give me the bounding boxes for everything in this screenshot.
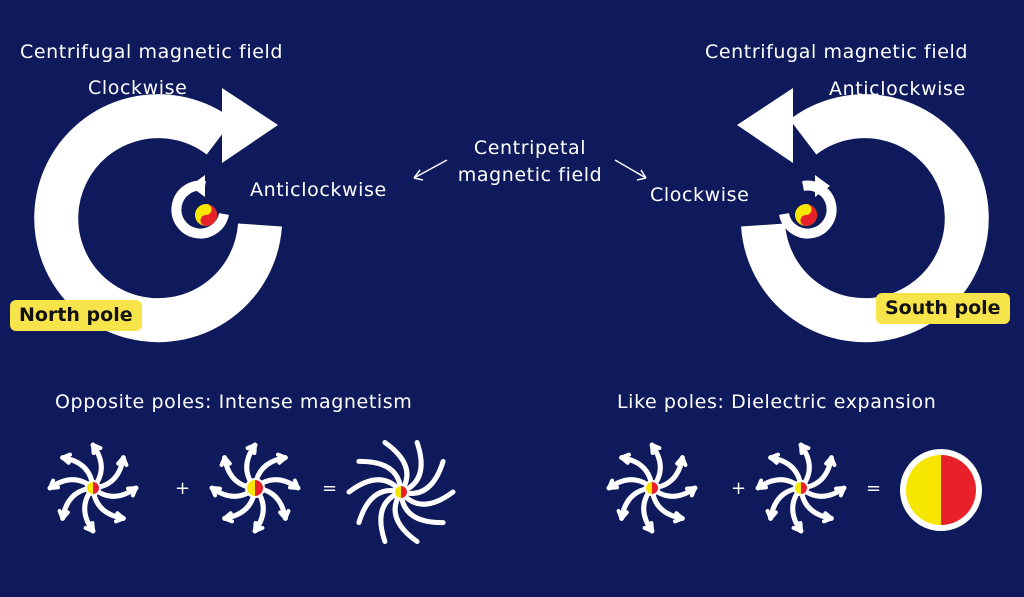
left-outer-clockwise-arrow bbox=[34, 94, 282, 343]
opposite-plus-sign: + bbox=[175, 478, 191, 499]
centripetal-left-pointer bbox=[413, 159, 448, 181]
centripetal-label-line1: Centripetal bbox=[473, 137, 587, 159]
left-outer-arrowhead bbox=[222, 88, 278, 163]
north-pole-badge: North pole bbox=[10, 300, 142, 331]
right-outer-anticlockwise-arrow bbox=[741, 94, 989, 343]
like-pole-magnet-a bbox=[606, 442, 698, 534]
right-core-symbol bbox=[795, 204, 817, 226]
opposite-pole-magnet-a bbox=[47, 442, 139, 534]
opposite-pole-merged-field bbox=[346, 440, 456, 544]
like-equals-sign: = bbox=[866, 478, 882, 499]
right-outer-field-label: Centrifugal magnetic field bbox=[705, 41, 969, 63]
left-outer-direction-label: Clockwise bbox=[88, 77, 188, 99]
left-inner-anticlockwise-arrow bbox=[171, 180, 229, 239]
like-pole-expanded-sphere bbox=[900, 449, 982, 531]
right-outer-arrowhead bbox=[737, 88, 793, 163]
left-core-symbol bbox=[195, 204, 217, 226]
left-outer-field-label: Centrifugal magnetic field bbox=[20, 41, 284, 63]
centripetal-right-pointer bbox=[614, 159, 647, 181]
centripetal-label-line2: magnetic field bbox=[457, 164, 603, 186]
opposite-pole-magnet-b bbox=[209, 442, 301, 534]
opposite-poles-title: Opposite poles: Intense magnetism bbox=[55, 391, 413, 413]
left-inner-direction-label: Anticlockwise bbox=[250, 179, 387, 201]
right-inner-arrowhead bbox=[815, 175, 830, 197]
like-plus-sign: + bbox=[731, 478, 747, 499]
like-poles-title: Like poles: Dielectric expansion bbox=[617, 391, 937, 413]
right-outer-direction-label: Anticlockwise bbox=[829, 78, 966, 100]
left-inner-arrowhead bbox=[190, 175, 205, 197]
opposite-equals-sign: = bbox=[322, 478, 338, 499]
south-pole-badge: South pole bbox=[876, 293, 1010, 324]
like-pole-magnet-b bbox=[755, 442, 847, 534]
right-inner-direction-label: Clockwise bbox=[650, 184, 750, 206]
